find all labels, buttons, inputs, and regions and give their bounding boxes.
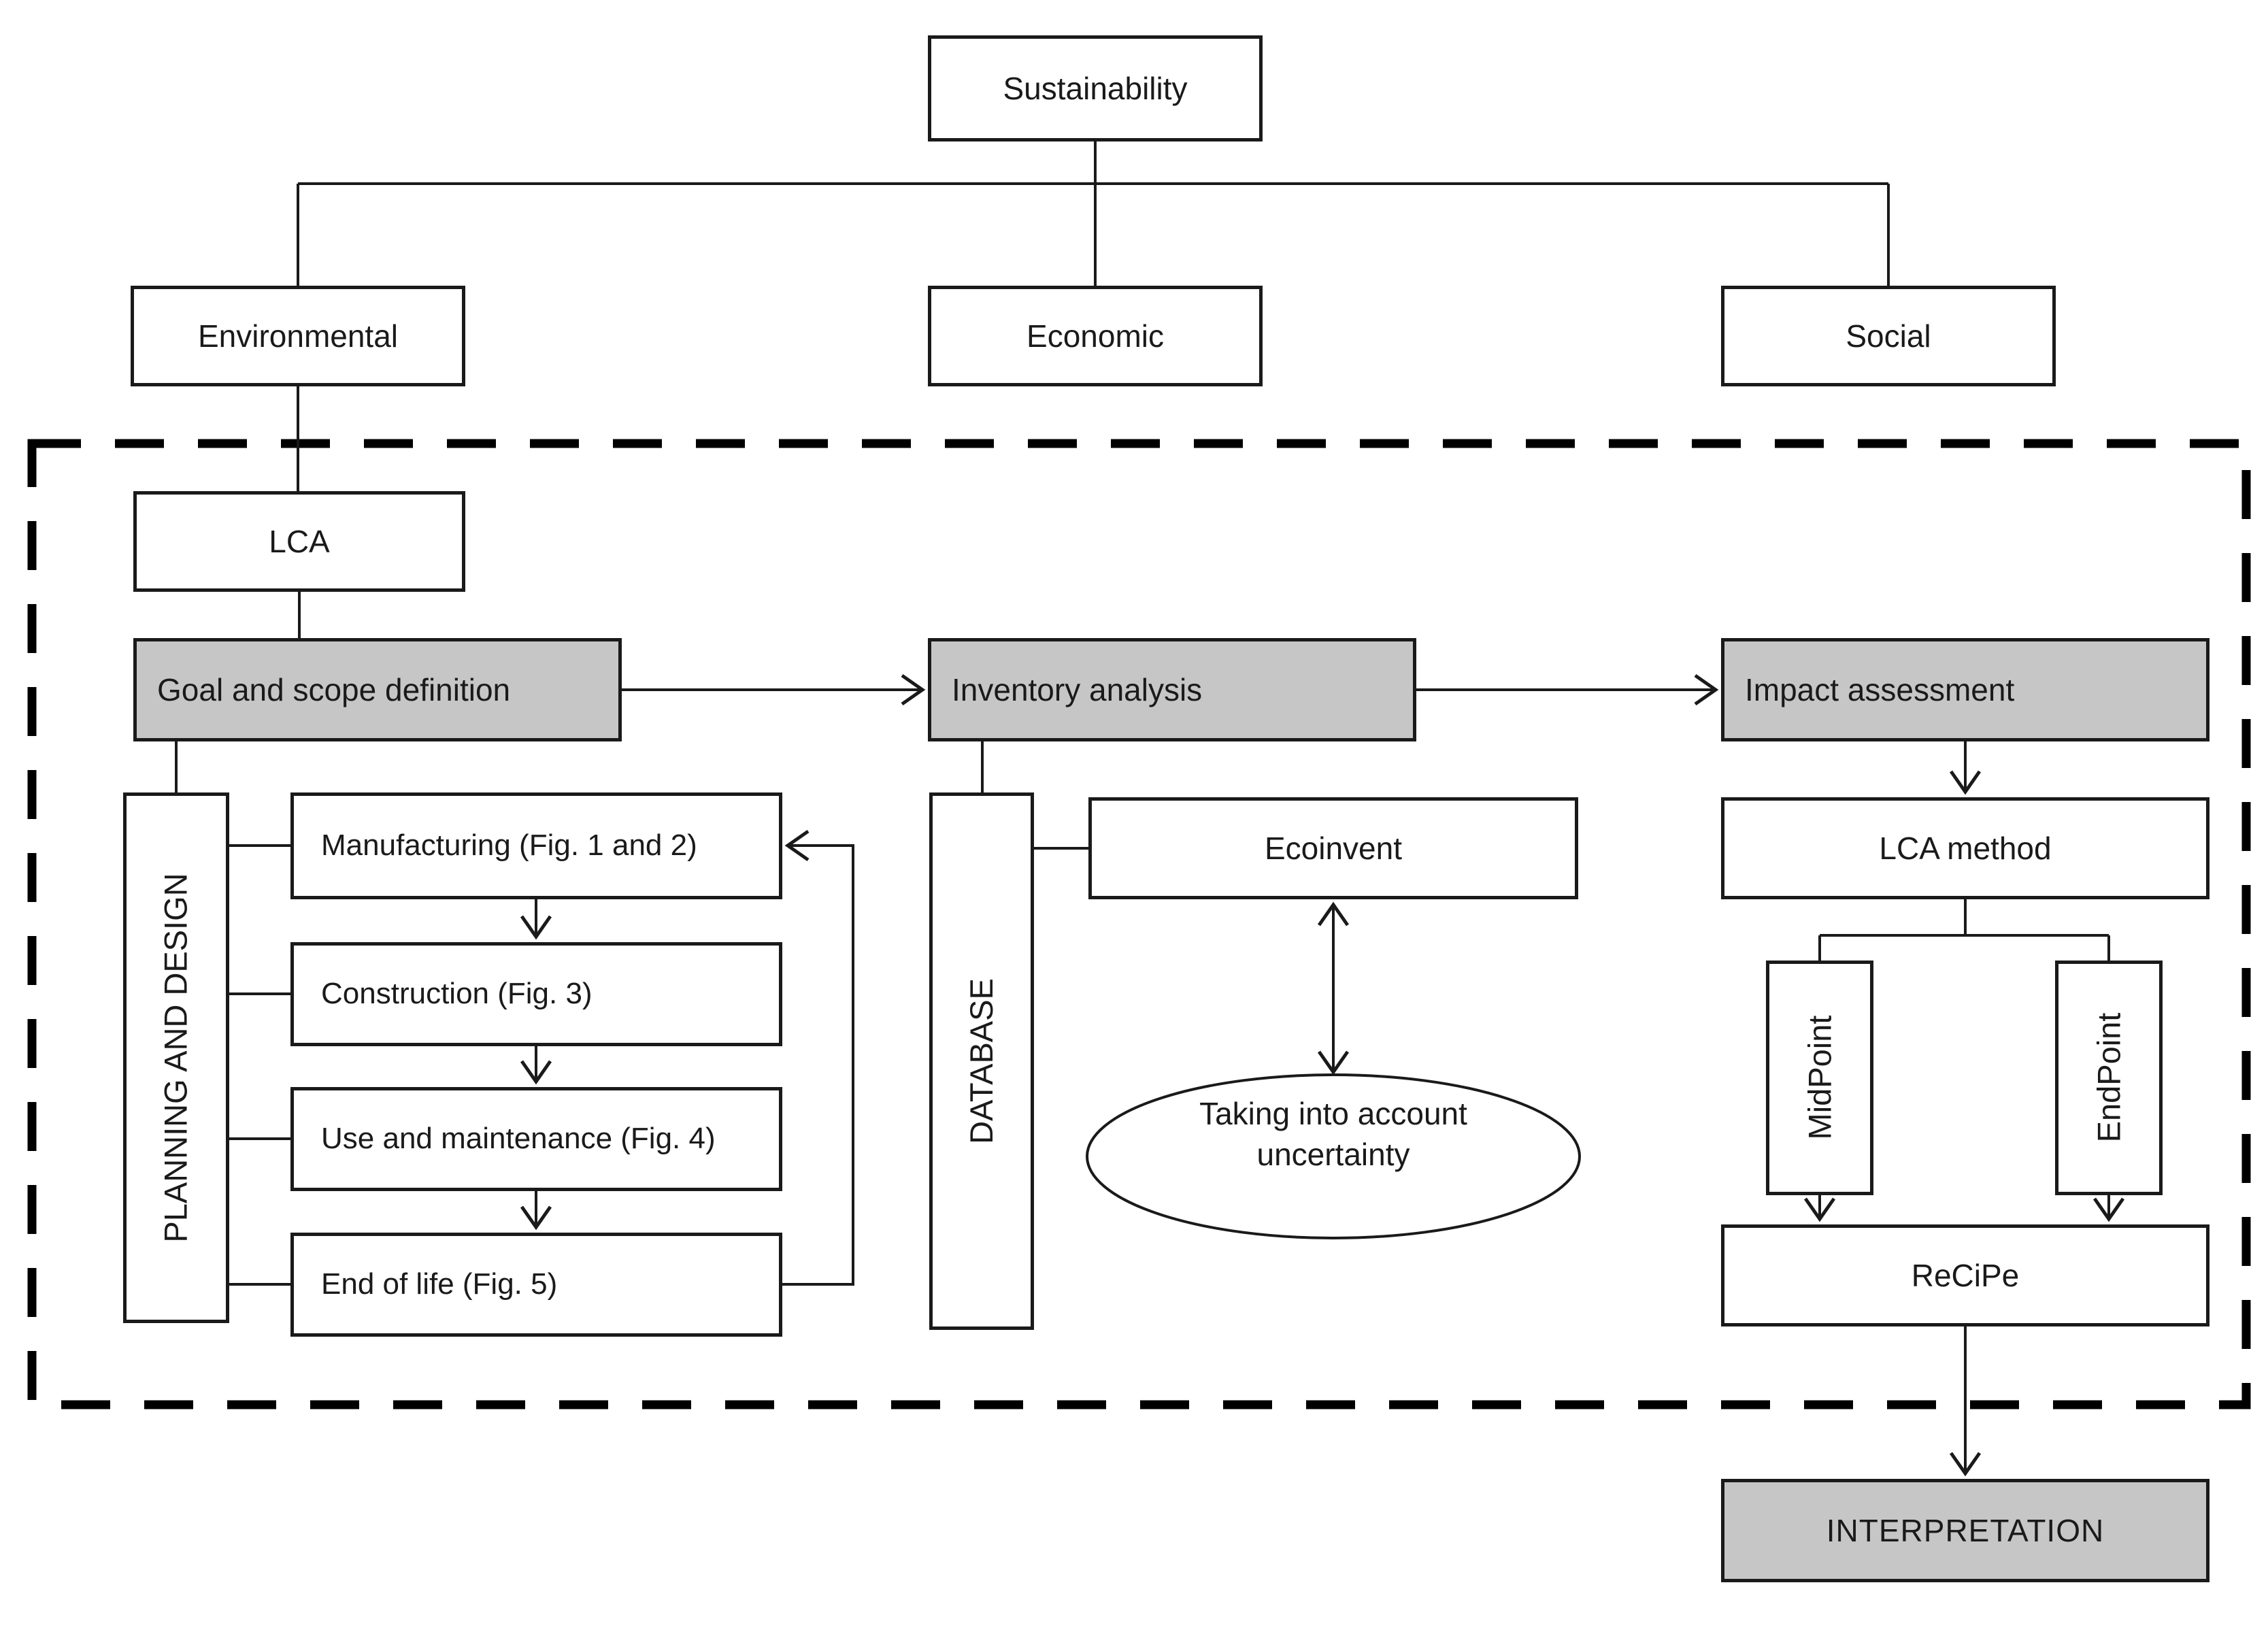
endpoint-label: EndPoint	[2090, 1013, 2127, 1143]
uncertainty-ellipse	[1086, 1073, 1581, 1239]
node-impact-assessment: Impact assessment	[1721, 638, 2209, 741]
node-endpoint: EndPoint	[2055, 961, 2163, 1195]
node-use-and-maintenance: Use and maintenance (Fig. 4)	[290, 1087, 782, 1191]
uncertainty-line2: uncertainty	[1256, 1136, 1410, 1172]
node-lca: LCA	[133, 491, 465, 592]
node-planning-and-design: PLANNING AND DESIGN	[123, 792, 229, 1323]
node-database: DATABASE	[929, 792, 1034, 1330]
uncertainty-line1: Taking into account	[1199, 1096, 1467, 1131]
midpoint-label: MidPoint	[1801, 1016, 1837, 1140]
arrow-endoflife-feedback-manufacturing	[782, 829, 854, 1286]
connector-planning-stages	[229, 844, 290, 1286]
node-manufacturing: Manufacturing (Fig. 1 and 2)	[290, 792, 782, 899]
node-inventory-analysis: Inventory analysis	[928, 638, 1416, 741]
node-social: Social	[1721, 286, 2056, 386]
node-sustainability: Sustainability	[928, 35, 1263, 141]
uncertainty-ellipse-label: Taking into account uncertainty	[1088, 1094, 1578, 1175]
node-construction: Construction (Fig. 3)	[290, 942, 782, 1046]
planning-and-design-label: PLANNING AND DESIGN	[157, 873, 194, 1243]
node-lca-method: LCA method	[1721, 797, 2209, 899]
node-recipe: ReCiPe	[1721, 1224, 2209, 1326]
node-goal-and-scope-definition: Goal and scope definition	[133, 638, 622, 741]
node-environmental: Environmental	[131, 286, 465, 386]
node-end-of-life: End of life (Fig. 5)	[290, 1233, 782, 1337]
system-boundary-dashed-border	[27, 439, 2251, 1409]
connector-sustainability-tree	[297, 141, 1890, 286]
database-label: DATABASE	[963, 978, 999, 1144]
node-ecoinvent: Ecoinvent	[1088, 797, 1578, 899]
node-midpoint: MidPoint	[1766, 961, 1873, 1195]
node-economic: Economic	[928, 286, 1263, 386]
node-interpretation: INTERPRETATION	[1721, 1479, 2209, 1582]
connector-lcamethod-branches	[1818, 899, 2110, 961]
